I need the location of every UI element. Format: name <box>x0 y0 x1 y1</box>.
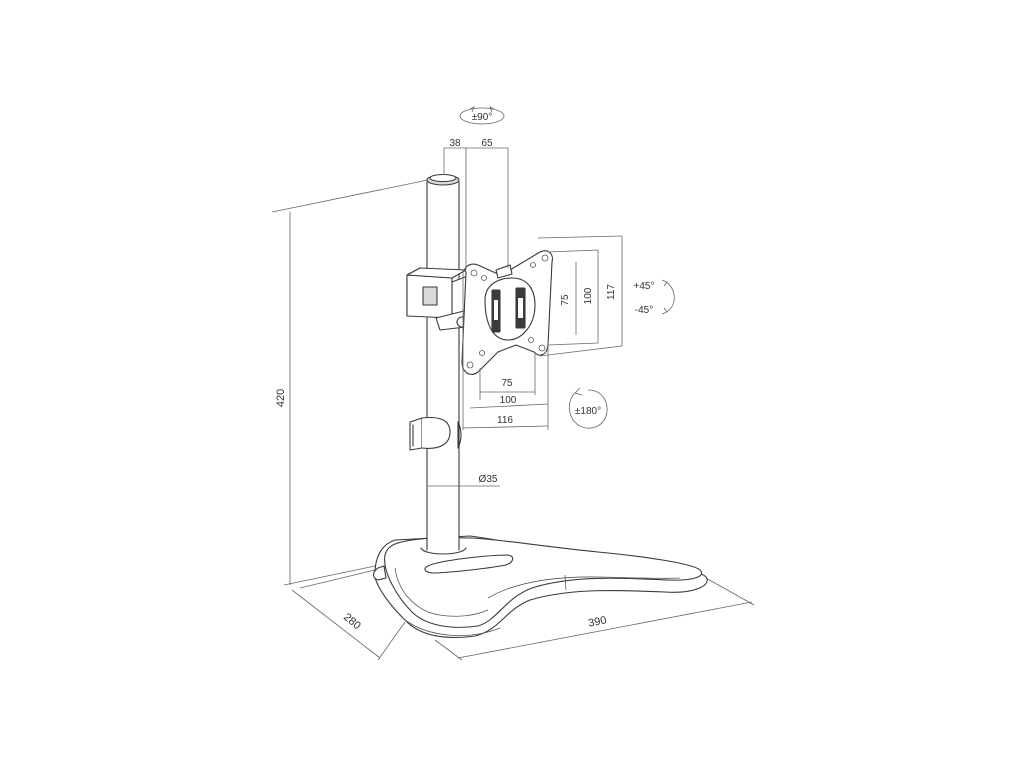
cable-clip <box>409 416 462 451</box>
tilt-arc-icon <box>661 279 675 315</box>
rotation-symbols <box>459 106 675 429</box>
label-vesa-v-100: 100 <box>583 287 594 304</box>
label-tilt-down: -45° <box>635 305 653 316</box>
label-height-420: 420 <box>275 389 287 407</box>
label-plate-v-117: 117 <box>606 284 617 300</box>
label-plate-h-116: 116 <box>497 415 513 426</box>
label-offset-38: 38 <box>449 138 461 149</box>
label-vesa-v-75: 75 <box>560 294 571 306</box>
label-rotation-top: ±90° <box>472 112 493 123</box>
label-base-width: 390 <box>587 614 607 629</box>
rotation-180-icon <box>568 387 608 429</box>
vesa-plate <box>461 250 553 375</box>
label-pole-diameter: Ø35 <box>479 474 498 485</box>
label-base-depth: 280 <box>341 611 363 632</box>
stand-pole <box>420 173 467 555</box>
label-rotation-180: ±180° <box>575 406 601 417</box>
label-offset-65: 65 <box>481 138 493 149</box>
label-vesa-h-100: 100 <box>500 395 517 406</box>
stand-base <box>372 535 708 638</box>
label-vesa-h-75: 75 <box>501 378 513 389</box>
dimension-lines <box>271 147 755 661</box>
label-tilt-up: +45° <box>634 281 655 292</box>
rotation-90-icon <box>459 106 505 125</box>
